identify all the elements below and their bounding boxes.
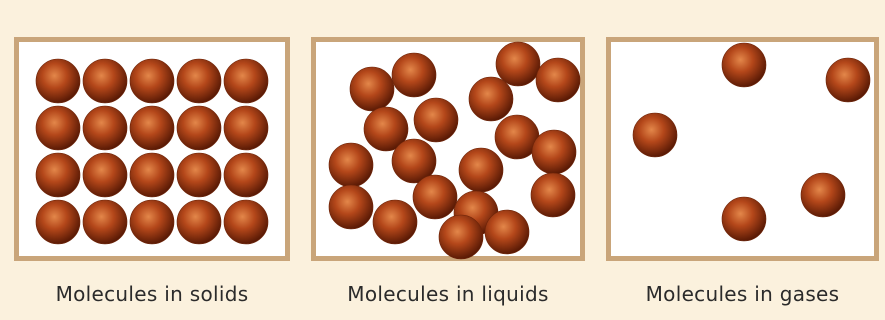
molecule <box>532 130 576 174</box>
molecule <box>329 143 373 187</box>
molecule <box>414 98 458 142</box>
molecule <box>36 106 80 150</box>
molecule <box>36 153 80 197</box>
molecule <box>496 42 540 86</box>
solids-molecules <box>19 42 285 256</box>
caption-liquids: Molecules in liquids <box>311 279 585 309</box>
molecule <box>536 58 580 102</box>
molecule <box>224 106 268 150</box>
molecule <box>224 59 268 103</box>
molecule <box>459 148 503 192</box>
molecule <box>83 200 127 244</box>
molecule <box>36 200 80 244</box>
caption-gases: Molecules in gases <box>606 279 879 309</box>
molecule <box>83 59 127 103</box>
molecule <box>469 77 513 121</box>
molecule <box>801 173 845 217</box>
molecule <box>177 59 221 103</box>
molecule <box>83 106 127 150</box>
molecule <box>350 67 394 111</box>
caption-solids: Molecules in solids <box>14 279 290 309</box>
molecule <box>392 53 436 97</box>
molecule <box>130 106 174 150</box>
panel-gases <box>606 37 879 261</box>
molecule <box>177 200 221 244</box>
molecule <box>224 153 268 197</box>
molecule <box>531 173 575 217</box>
molecule <box>413 175 457 219</box>
molecule <box>485 210 529 254</box>
molecule <box>826 58 870 102</box>
panel-liquids <box>311 37 585 261</box>
molecule <box>36 59 80 103</box>
molecule <box>130 153 174 197</box>
molecule <box>373 200 417 244</box>
molecule <box>177 153 221 197</box>
molecule <box>329 185 373 229</box>
liquids-molecules <box>316 42 580 256</box>
molecule <box>83 153 127 197</box>
molecule <box>177 106 221 150</box>
gases-molecules <box>611 42 874 256</box>
molecule <box>439 215 483 259</box>
molecule <box>633 113 677 157</box>
molecule <box>722 197 766 241</box>
molecule <box>130 200 174 244</box>
molecule <box>130 59 174 103</box>
molecule <box>722 43 766 87</box>
panel-solids <box>14 37 290 261</box>
molecule <box>224 200 268 244</box>
